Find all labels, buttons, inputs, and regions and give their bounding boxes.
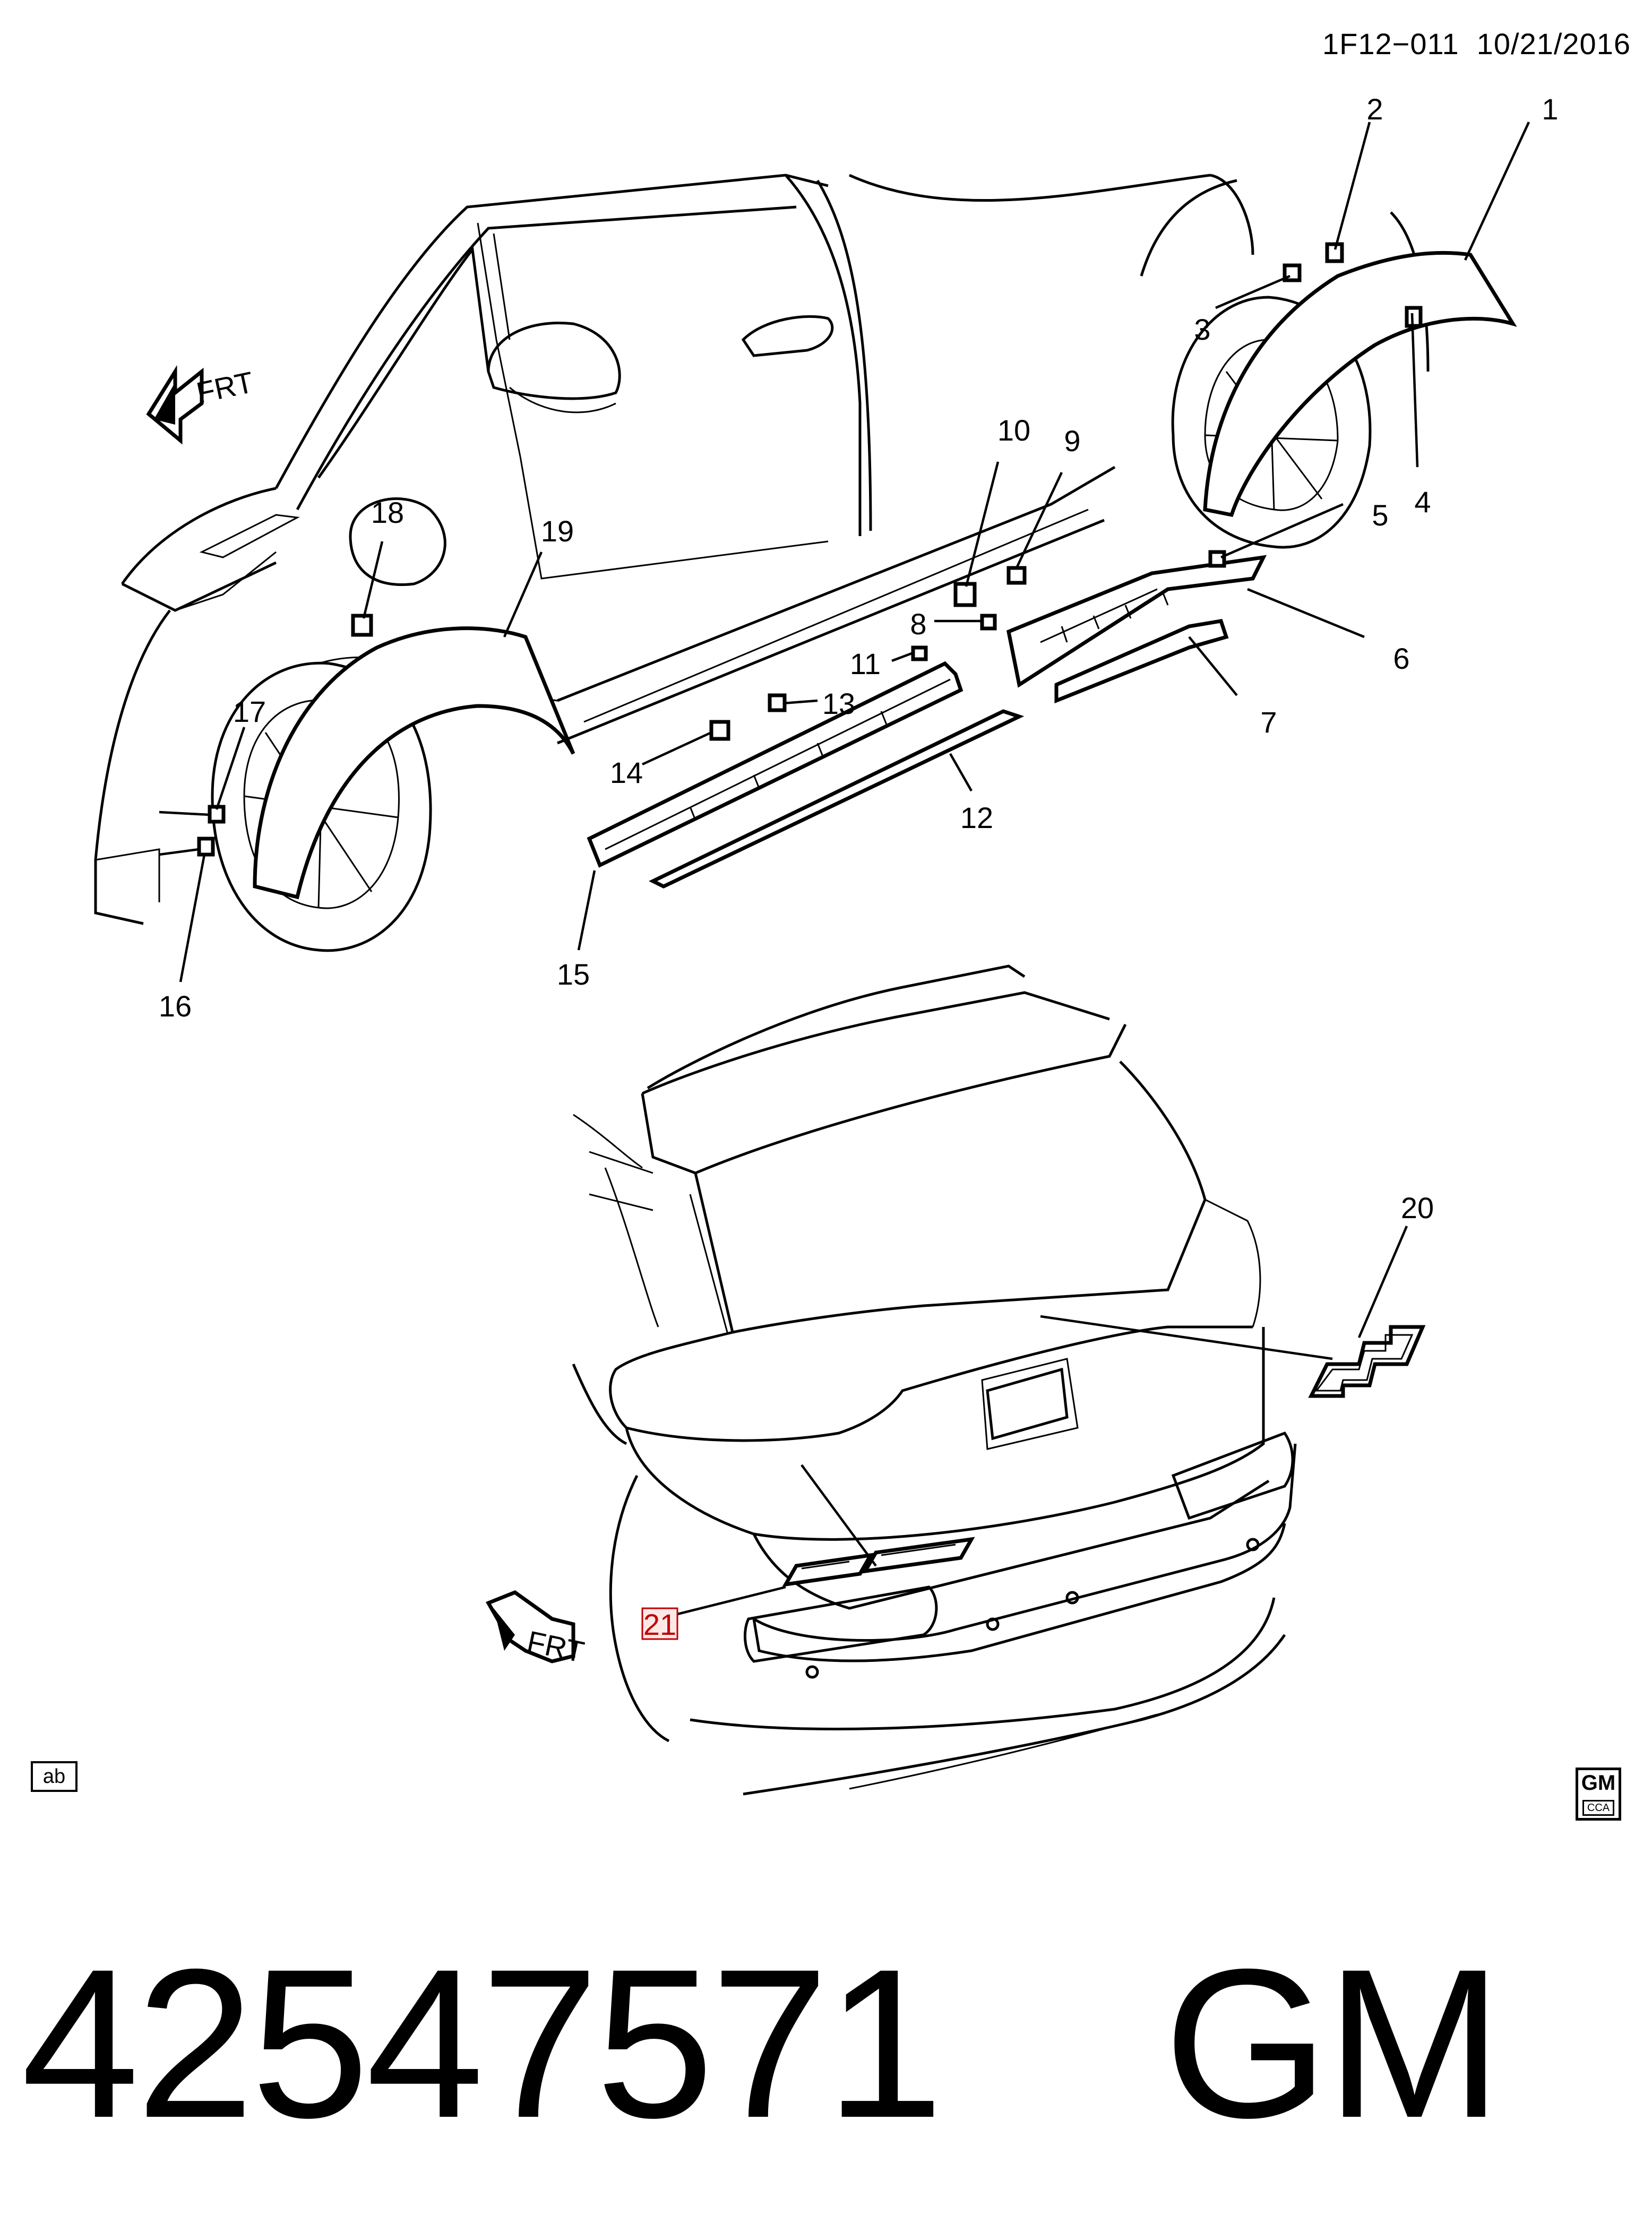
part-19-front-wheel-opening-molding — [253, 626, 575, 900]
callout-12: 12 — [960, 801, 993, 834]
callout-10: 10 — [997, 413, 1030, 447]
callout-8: 8 — [910, 607, 926, 641]
part-8-nut-icon — [980, 614, 997, 631]
fasteners — [197, 242, 1423, 857]
diagram-date: 10/21/2016 — [1476, 27, 1631, 61]
callout-6: 6 — [1393, 642, 1409, 675]
callout-1: 1 — [1542, 92, 1558, 126]
part-5-nut-icon — [1208, 550, 1226, 568]
header-code: 1F12−011 10/21/2016 — [1322, 27, 1631, 61]
part-12-rocker-molding-front-insert — [649, 709, 1025, 889]
callout-14: 14 — [610, 756, 643, 789]
part-14-clip-icon — [709, 720, 730, 741]
leader-lines-rear — [668, 1226, 1408, 1618]
callout-16: 16 — [159, 989, 192, 1023]
diagram-code: 1F12−011 — [1322, 27, 1459, 61]
callout-4: 4 — [1414, 485, 1431, 519]
part-20-bowtie-emblem — [1308, 1325, 1426, 1398]
front-direction-arrow-rear-icon: FRT — [485, 1590, 588, 1669]
gm-logo-sub: CCA — [1582, 1800, 1615, 1816]
part-21-bolt-ev-nameplate — [782, 1537, 975, 1587]
part-9-clip-icon — [1006, 566, 1027, 585]
callout-11: 11 — [850, 647, 881, 680]
part-16-retainer-icon — [197, 837, 215, 857]
callout-5: 5 — [1372, 498, 1388, 532]
part-15-rocker-molding-front — [587, 661, 963, 868]
callout-17: 17 — [233, 695, 266, 728]
part-1-rear-wheel-opening-molding — [1203, 251, 1517, 518]
part-2-retainer-icon — [1325, 242, 1344, 263]
callout-9: 9 — [1064, 424, 1080, 458]
leader-lines — [159, 122, 1530, 982]
callout-3: 3 — [1194, 313, 1210, 346]
footer-brand: GM — [1164, 1925, 1502, 2162]
front-direction-arrow-icon: FRT — [146, 365, 256, 445]
text-style-icon: ab — [31, 1761, 78, 1792]
callout-13: 13 — [822, 687, 855, 720]
part-7-rocker-molding-rear-insert — [1054, 619, 1229, 704]
part-10-clip-icon — [953, 582, 977, 607]
callout-18: 18 — [371, 496, 404, 529]
part-6-rocker-molding-rear — [1006, 555, 1267, 688]
callout-21: 21 — [643, 1608, 676, 1641]
callout-21-highlight — [641, 1607, 678, 1640]
part-11-nut-icon — [911, 645, 928, 661]
vehicle-rear-outline — [572, 964, 1297, 1796]
callout-19: 19 — [541, 514, 574, 548]
callout-20: 20 — [1401, 1191, 1434, 1225]
callout-2: 2 — [1366, 92, 1383, 126]
footer-part-number: 42547571 GM — [21, 1932, 1503, 2155]
callout-7: 7 — [1260, 705, 1277, 739]
front-label-rear: FRT — [524, 1624, 588, 1669]
gm-logo-brand: GM — [1581, 1771, 1616, 1795]
part-13-clip-icon — [768, 693, 787, 712]
part-18-retainer-icon — [351, 614, 373, 637]
gm-logo: GM CCA — [1576, 1768, 1621, 1821]
part-4-retainer-icon — [1405, 306, 1423, 328]
callout-15: 15 — [557, 958, 590, 991]
callouts: 1 2 3 4 5 6 7 8 9 10 11 12 13 14 15 16 1… — [159, 92, 1559, 1641]
part-number: 42547571 — [21, 1925, 944, 2162]
